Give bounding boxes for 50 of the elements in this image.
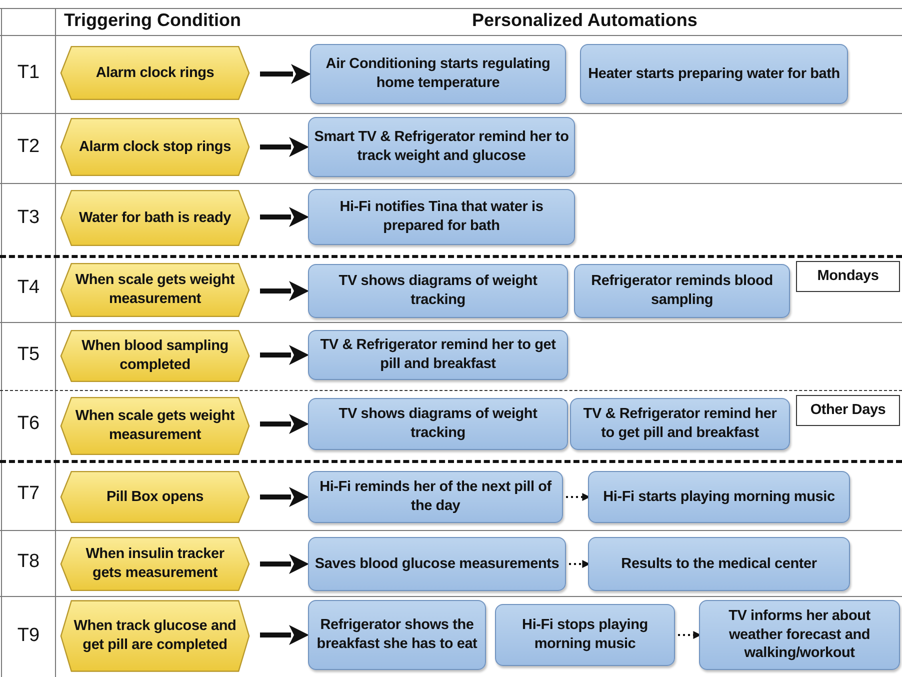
trigger-hexagon: When scale gets weight measurement xyxy=(60,397,250,455)
arrow xyxy=(260,554,309,574)
trigger-hexagon: When scale gets weight measurement xyxy=(60,263,250,317)
automation-box: Heater starts preparing water for bath xyxy=(580,44,848,104)
row-label: T5 xyxy=(16,344,41,366)
row-label: T2 xyxy=(16,136,41,158)
trigger-hexagon: Water for bath is ready xyxy=(60,190,250,246)
column-header: Triggering Condition xyxy=(64,10,241,31)
arrow xyxy=(566,493,590,501)
trigger-hexagon: Alarm clock rings xyxy=(60,46,250,100)
day-tag: Mondays xyxy=(796,261,900,292)
automation-box: Hi-Fi notifies Tina that water is prepared for bath xyxy=(308,189,575,245)
arrow xyxy=(260,137,309,157)
trigger-hexagon: When insulin tracker gets measurement xyxy=(60,537,250,591)
automation-box: Refrigerator shows the breakfast she has to eat xyxy=(308,600,486,670)
automation-box: TV informs her about weather forecast and walking/workout xyxy=(699,600,900,670)
trigger-hexagon: When blood sampling completed xyxy=(60,330,250,382)
arrow xyxy=(260,207,309,227)
automation-box: Refrigerator reminds blood sampling xyxy=(574,264,790,318)
row-label: T3 xyxy=(16,207,41,229)
automation-box: Hi-Fi reminds her of the next pill of the day xyxy=(308,471,563,523)
automation-box: TV & Refrigerator remind her to get pill and breakfast xyxy=(570,398,790,450)
row-label: T6 xyxy=(16,413,41,435)
row-label: T1 xyxy=(16,62,41,84)
row-label: T9 xyxy=(16,624,41,646)
row-label: T7 xyxy=(16,483,41,505)
automation-box: TV shows diagrams of weight tracking xyxy=(308,264,568,318)
trigger-hexagon: Alarm clock stop rings xyxy=(60,118,250,176)
arrow xyxy=(678,631,702,639)
arrow xyxy=(260,487,309,507)
automation-box: Air Conditioning starts regulating home temperature xyxy=(310,44,566,104)
automation-box: Hi-Fi stops playing morning music xyxy=(495,604,675,666)
trigger-hexagon: Pill Box opens xyxy=(60,471,250,523)
arrow xyxy=(260,281,309,301)
automation-box: Hi-Fi starts playing morning music xyxy=(588,471,850,523)
row-label: T4 xyxy=(16,276,41,298)
arrow xyxy=(260,64,311,84)
arrow xyxy=(260,345,309,365)
row-label: T8 xyxy=(16,551,41,573)
arrow xyxy=(260,414,309,434)
automation-box: TV shows diagrams of weight tracking xyxy=(308,398,568,450)
automation-box: Smart TV & Refrigerator remind her to track weight and glucose xyxy=(308,117,575,177)
column-header: Personalized Automations xyxy=(472,10,698,31)
automation-box: Results to the medical center xyxy=(588,537,850,591)
automation-box: Saves blood glucose measurements xyxy=(308,537,566,591)
automation-box: TV & Refrigerator remind her to get pill and breakfast xyxy=(308,330,568,380)
arrow xyxy=(569,560,590,568)
arrow xyxy=(260,625,309,645)
day-tag: Other Days xyxy=(796,395,900,426)
trigger-hexagon: When track glucose and get pill are completed xyxy=(60,600,250,672)
